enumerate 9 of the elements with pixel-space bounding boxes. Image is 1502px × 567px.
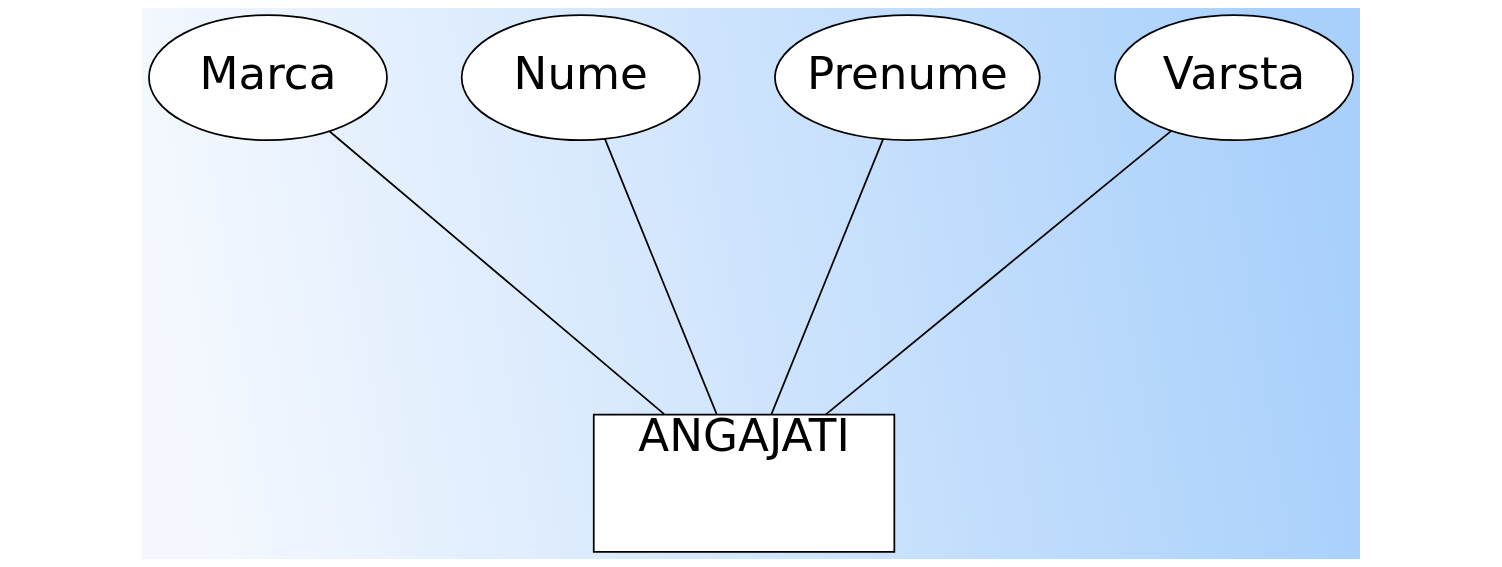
connector: [770, 138, 884, 415]
connector: [824, 130, 1172, 416]
connector: [328, 130, 666, 415]
node-ellipse: Varsta: [1114, 14, 1354, 141]
node-ellipse: Prenume: [774, 14, 1041, 141]
connector: [604, 138, 718, 415]
node-ellipse: Marca: [148, 14, 388, 141]
node-ellipse: Nume: [460, 14, 701, 141]
node-box: ANGAJATI: [592, 413, 896, 553]
